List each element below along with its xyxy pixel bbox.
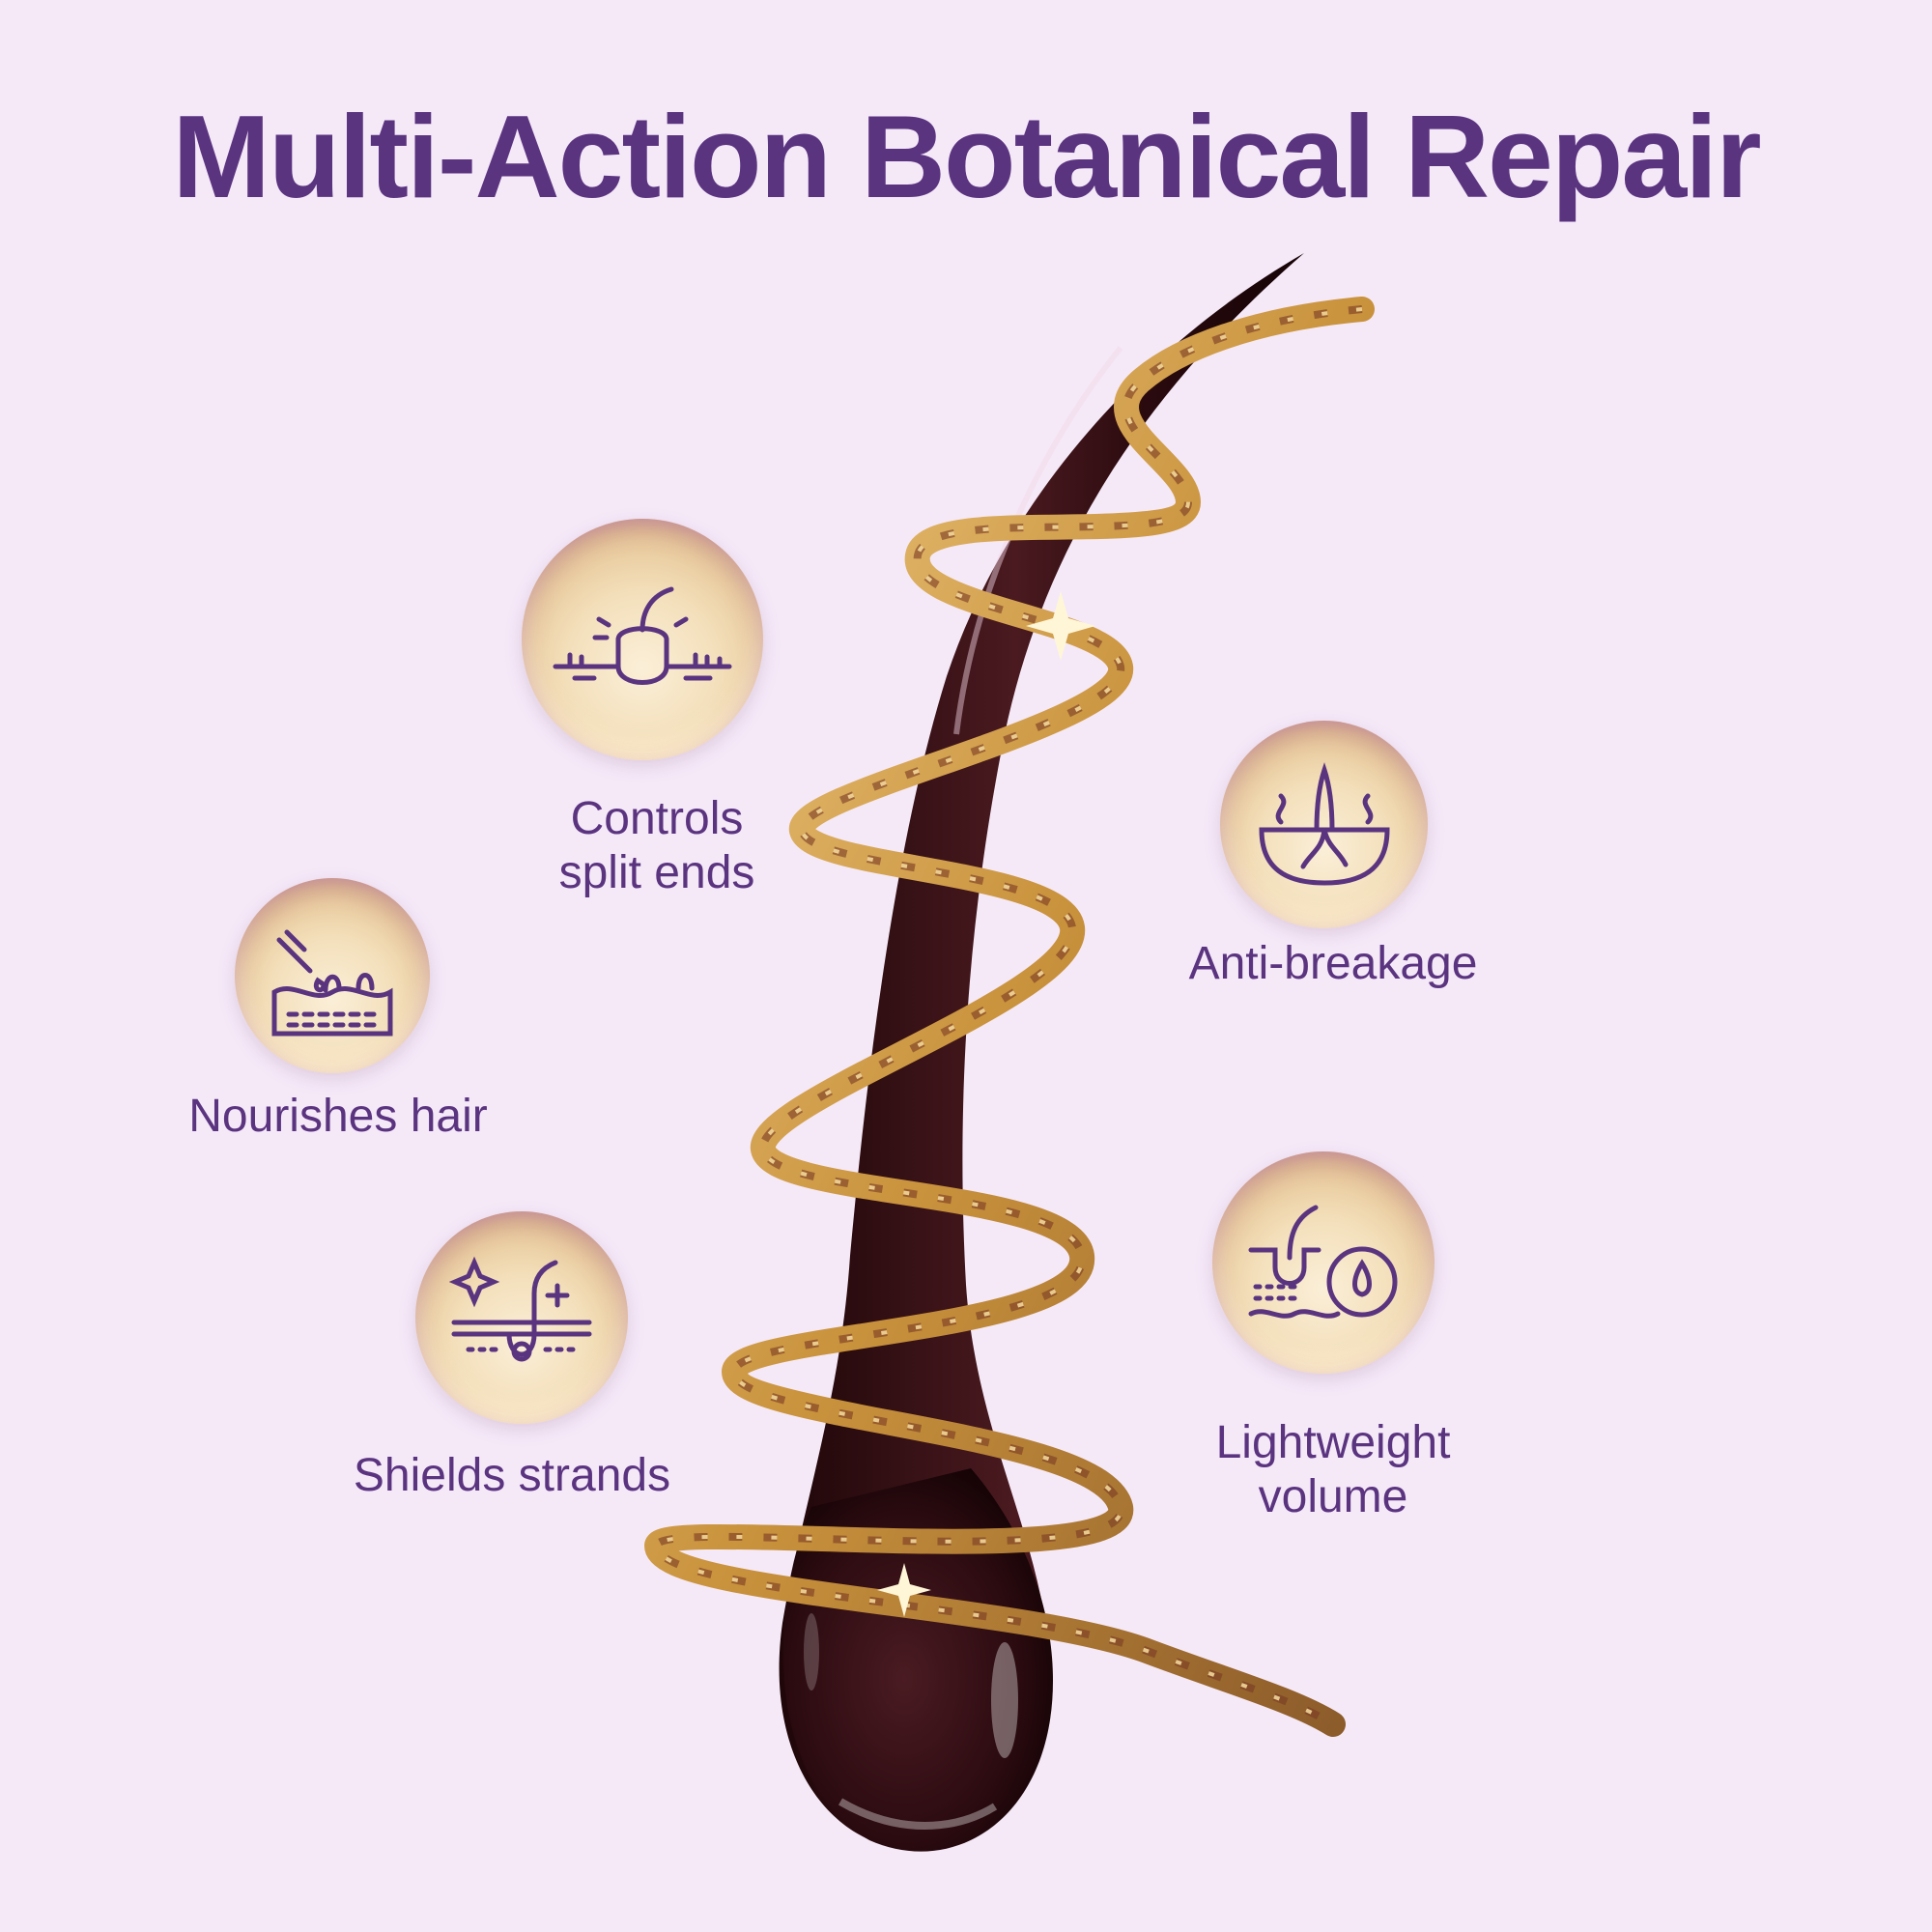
benefit-label-split-ends: Controls split ends bbox=[558, 793, 755, 898]
benefit-label-anti-breakage: Anti-breakage bbox=[1188, 938, 1478, 989]
benefit-bubble-nourishes bbox=[235, 878, 430, 1073]
benefit-label-volume: Lightweight volume bbox=[1215, 1417, 1451, 1522]
benefit-label-shields: Shields strands bbox=[353, 1450, 671, 1501]
benefit-label-nourishes: Nourishes hair bbox=[188, 1091, 488, 1142]
root-strength-icon bbox=[1258, 761, 1390, 886]
hair-moisture-drop-icon bbox=[1248, 1205, 1398, 1319]
benefit-bubble-split-ends bbox=[522, 519, 763, 760]
benefit-bubble-volume bbox=[1212, 1151, 1435, 1374]
hair-follicle-split-icon bbox=[553, 586, 732, 685]
sparkle-icon bbox=[877, 591, 1095, 1617]
benefit-bubble-shields bbox=[415, 1211, 628, 1424]
hair-shaft bbox=[779, 253, 1304, 1850]
hair-shield-sparkle-icon bbox=[449, 1256, 592, 1362]
page-title: Multi-Action Botanical Repair bbox=[172, 91, 1761, 222]
hair-bulb bbox=[782, 1468, 1053, 1852]
benefit-bubble-anti-breakage bbox=[1220, 721, 1428, 928]
oil-dropper-scalp-icon bbox=[271, 929, 393, 1037]
